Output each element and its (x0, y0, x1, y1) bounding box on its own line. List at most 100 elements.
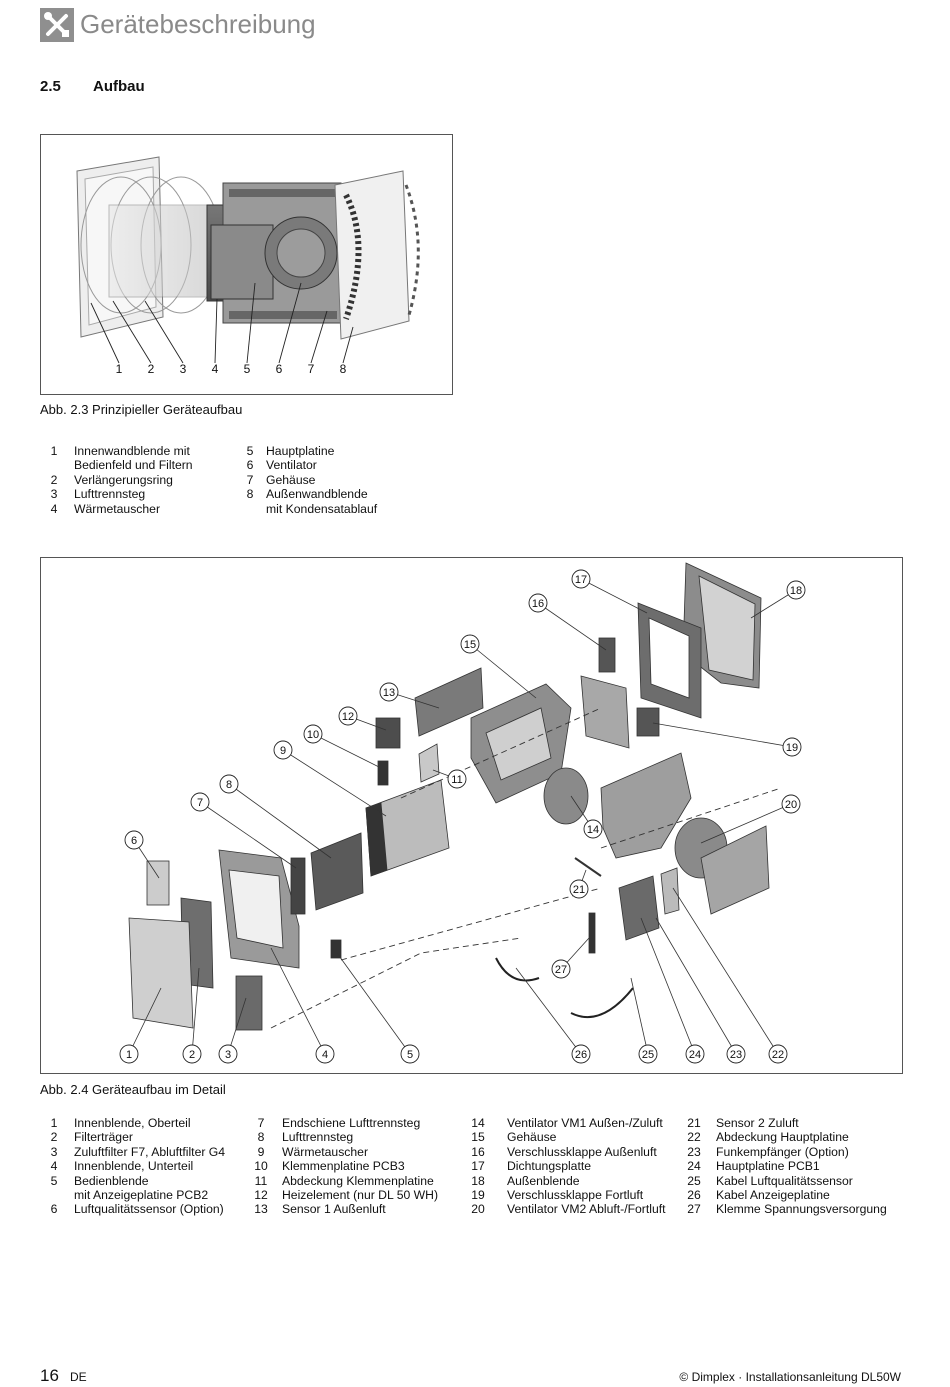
legend-text: Kabel Anzeigeplatine (716, 1187, 830, 1202)
legend-number: 2 (50, 1130, 58, 1145)
leader-line (655, 917, 737, 1055)
legend-number: 6 (50, 1202, 58, 1217)
leader-line (270, 947, 326, 1055)
legend-number: 5 (246, 444, 254, 458)
callout-15: 15 (464, 639, 476, 651)
callout-3: 3 (225, 1049, 231, 1061)
callout-22: 22 (772, 1049, 784, 1061)
legend-number: 6 (246, 458, 254, 473)
callout-circle (569, 879, 589, 899)
legend-text: Abdeckung Hauptplatine (716, 1130, 849, 1145)
legend-text: Wärmetauscher (74, 501, 161, 516)
callout-2: 2 (189, 1049, 195, 1061)
leader-line (199, 801, 297, 869)
legend-text: Gehäuse (266, 472, 316, 487)
callout-6: 6 (276, 362, 283, 376)
legend-text: Klemme Spannungsversorgung (716, 1202, 887, 1217)
legend-text: Wärmetauscher (282, 1144, 369, 1159)
legend-number: 16 (471, 1144, 485, 1159)
callout-4: 4 (322, 1049, 328, 1061)
callout-circle (528, 593, 548, 613)
legend-text: Verschlussklappe Außenluft (507, 1144, 657, 1159)
legend-number: 18 (471, 1173, 485, 1188)
callout-circle (685, 1044, 705, 1064)
callout-21: 21 (573, 884, 585, 896)
legend-number: 27 (687, 1202, 701, 1217)
callout-8: 8 (226, 779, 232, 791)
legend-number: 11 (254, 1173, 268, 1188)
callout-circle (400, 1044, 420, 1064)
footer-copyright: © Dimplex · Installationsanleitung DL50W (679, 1370, 901, 1384)
callout-circle (571, 569, 591, 589)
callout-circle (338, 706, 358, 726)
legend-text: Außenwandblende (266, 487, 368, 502)
legend-text: Bedienblende (74, 1173, 149, 1188)
leader-line (672, 887, 779, 1055)
callout-circle (460, 634, 480, 654)
leader-line (580, 578, 648, 614)
legend-number: 13 (254, 1202, 268, 1217)
callout-12: 12 (342, 711, 354, 723)
legend-text: Luftqualitätssensor (Option) (74, 1202, 224, 1217)
callout-circle (218, 1044, 238, 1064)
legend-text: Lufttrennsteg (282, 1130, 354, 1145)
legend-number: 7 (246, 472, 254, 487)
section-title: Aufbau (93, 78, 145, 95)
legend-text: Abdeckung Klemmenplatine (282, 1173, 434, 1188)
leader-line (282, 749, 387, 817)
leader-line (191, 967, 200, 1055)
callout-24: 24 (689, 1049, 701, 1061)
legend-text: Sensor 1 Außenluft (282, 1202, 386, 1217)
legend-number: 23 (687, 1144, 701, 1159)
legend-text: Innenwandblende mit (74, 444, 190, 458)
callout-2: 2 (148, 362, 155, 376)
legend-text: Klemmenplatine PCB3 (282, 1159, 405, 1174)
leader-line (640, 917, 696, 1055)
legend-number: 8 (257, 1130, 265, 1145)
legend-number: 4 (50, 501, 58, 516)
legend-number: 9 (257, 1144, 265, 1159)
legend-text: Hauptplatine PCB1 (716, 1159, 820, 1174)
callout-circle (782, 737, 802, 757)
callout-circle (219, 774, 239, 794)
legend-text: Kabel Luftqualitätssensor (716, 1173, 853, 1188)
callout-5: 5 (407, 1049, 413, 1061)
tools-icon (40, 8, 74, 42)
callout-11: 11 (451, 774, 462, 786)
callout-circle (303, 724, 323, 744)
page-number: 16 (40, 1366, 59, 1385)
section-number: 2.5 (40, 78, 61, 95)
legend-text: Innenblende, Unterteil (74, 1159, 194, 1174)
leader-line (312, 733, 382, 769)
legend-text: Filterträger (74, 1130, 133, 1145)
legend-text: Ventilator VM1 Außen-/Zuluft (507, 1116, 663, 1130)
callout-23: 23 (730, 1049, 742, 1061)
legend-text: Gehäuse (507, 1130, 557, 1145)
callout-16: 16 (532, 598, 544, 610)
callout-18: 18 (790, 585, 802, 597)
legend-number: 7 (257, 1116, 265, 1130)
legend-text: Sensor 2 Zuluft (716, 1116, 799, 1130)
leader-line (537, 602, 607, 651)
legend-number: 20 (471, 1202, 485, 1217)
leader-line (652, 722, 793, 748)
legend-number: 26 (687, 1187, 701, 1202)
callout-7: 7 (308, 362, 315, 376)
callout-25: 25 (642, 1049, 654, 1061)
legend-number: 3 (50, 1144, 58, 1159)
callout-14: 14 (587, 824, 599, 836)
leader-line (128, 987, 162, 1055)
callout-4: 4 (212, 362, 219, 376)
legend-text: Funkempfänger (Option) (716, 1144, 849, 1159)
callout-20: 20 (785, 799, 797, 811)
callout-circle (726, 1044, 746, 1064)
legend-text: Zuluftfilter F7, Abluftfilter G4 (74, 1144, 226, 1159)
leader-line (515, 967, 582, 1055)
legend-text: Verlängerungsring (74, 472, 173, 487)
callout-circle (638, 1044, 658, 1064)
legend-text: Heizelement (nur DL 50 WH) (282, 1187, 439, 1202)
callout-circle (273, 740, 293, 760)
language-code: DE (70, 1370, 87, 1384)
